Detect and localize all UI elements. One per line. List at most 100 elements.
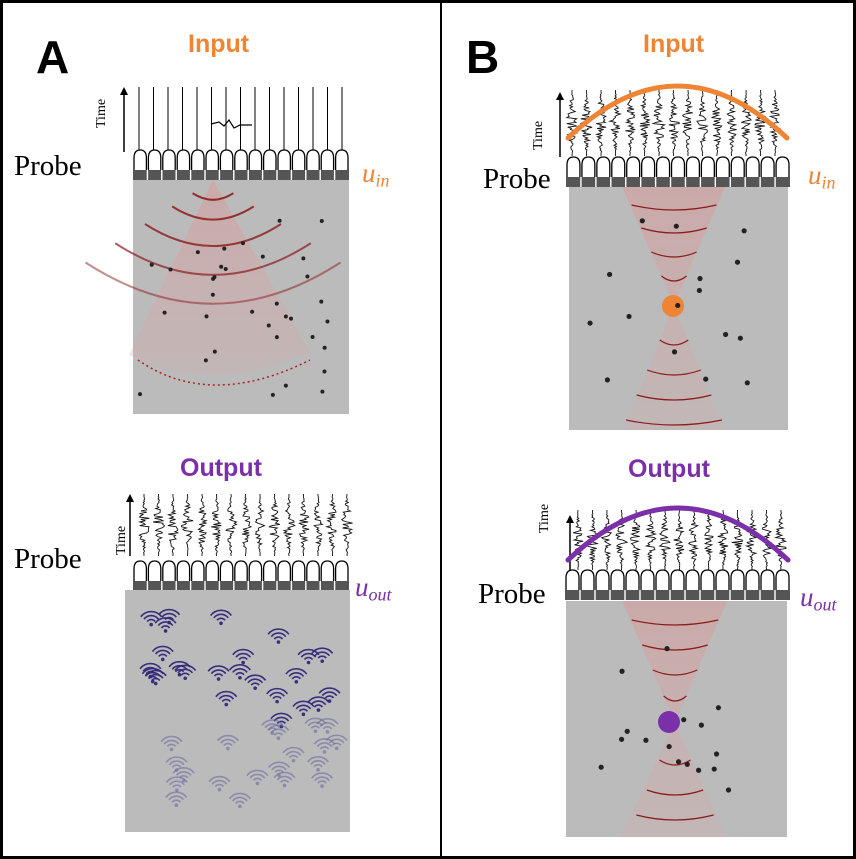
echo-arc — [228, 664, 251, 671]
scatterer — [283, 383, 288, 388]
echo-arc — [235, 800, 245, 804]
signal-trace — [268, 493, 281, 556]
scatterer — [310, 335, 315, 340]
panel-a-input-u-label: uin — [362, 160, 390, 190]
echo-arc — [276, 720, 287, 725]
echo-arc — [180, 672, 190, 676]
echo-dot — [224, 702, 229, 707]
signal-trace — [594, 90, 608, 157]
echo-arc — [273, 771, 296, 779]
signal-trace — [711, 89, 723, 157]
u-subscript: in — [375, 170, 390, 191]
echo-arc — [235, 652, 252, 658]
probe-element — [133, 149, 148, 170]
scatterer — [604, 377, 611, 383]
scatter-echo-icon — [313, 738, 336, 754]
echo-arc — [272, 695, 282, 700]
scatterer — [722, 331, 729, 338]
echo-arc — [321, 691, 338, 697]
probe-element — [730, 156, 745, 177]
echo-arc — [232, 648, 255, 656]
converging-wavefront — [652, 669, 698, 676]
echo-arc — [144, 669, 167, 677]
echo-arc — [249, 773, 266, 779]
probe-element — [670, 156, 686, 177]
echo-arc — [174, 669, 185, 673]
echo-dot — [255, 781, 260, 786]
signal-trace — [773, 509, 788, 571]
signal-trace — [197, 494, 208, 557]
signal-trace — [639, 90, 652, 156]
probe-element — [626, 156, 641, 177]
echo-arc — [311, 647, 334, 654]
echo-arc — [310, 725, 321, 729]
scatterer — [195, 250, 200, 255]
scatter-echo-icon — [207, 665, 230, 681]
signal-trace — [153, 493, 165, 557]
scatter-echo-icon — [316, 718, 339, 734]
echo-arc — [220, 738, 236, 744]
echo-arc — [285, 668, 308, 675]
echo-arc — [157, 621, 174, 627]
scatter-echo-icon — [228, 664, 251, 680]
echo-dot — [282, 783, 287, 788]
scatter-echo-icon — [165, 791, 188, 807]
scatterer — [598, 764, 604, 770]
scatterer — [681, 717, 687, 723]
scatter-echo-icon — [154, 617, 177, 633]
echo-dot — [216, 677, 221, 681]
echo-arc — [314, 651, 331, 657]
echo-dot — [316, 708, 321, 712]
probe-array — [133, 149, 349, 180]
signal-trace — [572, 509, 584, 570]
time-arrowhead — [120, 87, 128, 95]
echo-arc — [288, 754, 299, 759]
panel-b-output-probe-label: Probe — [478, 578, 546, 610]
echo-arc — [303, 656, 314, 661]
scatter-echo-icon — [144, 669, 167, 686]
probe-element — [775, 569, 790, 590]
scatter-echo-icon — [311, 647, 334, 663]
echo-arc — [252, 777, 263, 781]
echo-dot — [334, 746, 339, 751]
signal-trace — [754, 89, 767, 157]
echo-dot — [181, 778, 186, 783]
panel-b-output-time-label: Time — [537, 503, 552, 533]
echo-arc — [171, 799, 181, 803]
signal-trace — [297, 494, 310, 556]
scatterer — [587, 320, 593, 326]
converging-wavefront — [642, 644, 708, 651]
diverging-wavefront — [636, 814, 714, 821]
diverging-wavefront — [646, 369, 702, 376]
signal-trace — [744, 509, 758, 570]
echo-arc — [216, 617, 226, 621]
scatterer — [168, 267, 173, 272]
probe-element — [715, 569, 730, 590]
echo-arc — [269, 691, 285, 697]
echo-arc — [161, 612, 178, 618]
scatterer — [725, 787, 732, 793]
echo-arc — [332, 742, 342, 746]
probe-element — [306, 149, 320, 170]
echo-arc — [209, 609, 233, 616]
echo-arc — [313, 738, 336, 745]
probe-element — [760, 156, 775, 177]
scatterer — [149, 262, 154, 267]
signal-trace — [138, 494, 150, 557]
probe-element — [640, 569, 655, 590]
echo-dot — [238, 676, 242, 680]
echo-arc — [172, 767, 195, 774]
probe-backing — [566, 177, 790, 187]
echo-dot — [183, 676, 188, 681]
echo-arc — [295, 704, 312, 710]
echo-dot — [270, 731, 275, 735]
echo-dot — [320, 784, 324, 788]
scatterer — [696, 287, 702, 294]
probe-element — [611, 156, 626, 177]
echo-arc — [207, 665, 230, 672]
echo-dot — [320, 659, 325, 663]
scatter-echo-icon — [325, 734, 348, 751]
echo-arc — [158, 653, 168, 658]
signal-trace — [731, 510, 744, 570]
probe-element — [670, 569, 685, 590]
